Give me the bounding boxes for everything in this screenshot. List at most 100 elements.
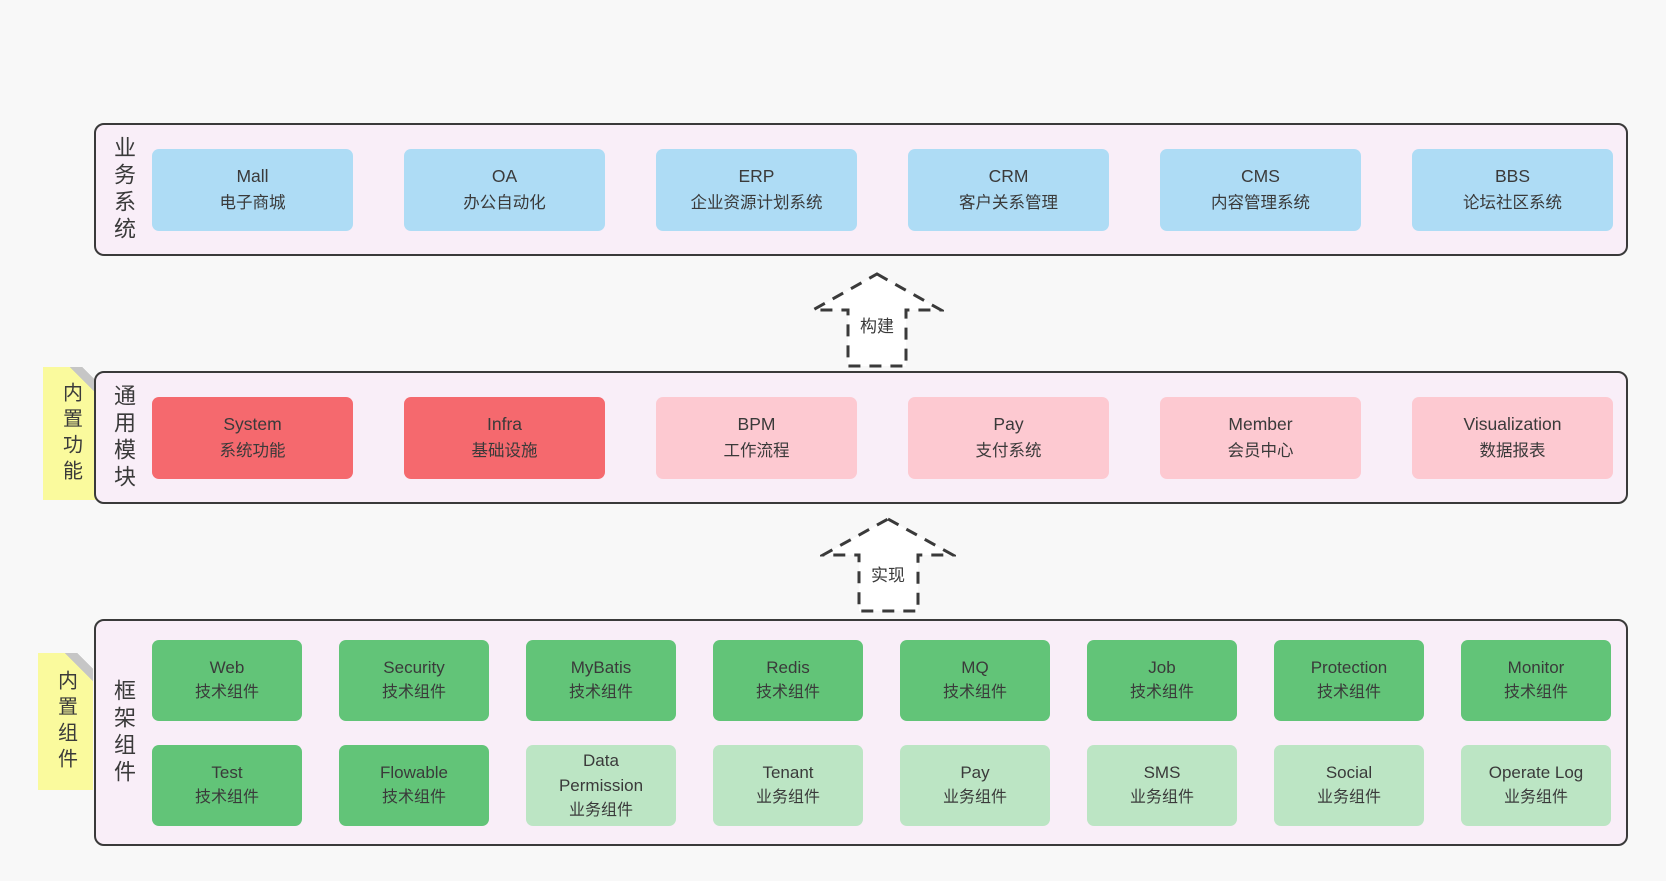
box-mq: MQ 技术组件: [900, 639, 1050, 721]
box-name: Flowable: [379, 763, 449, 782]
band-label-common-modules: 通用模块: [111, 383, 136, 492]
box-data-permission: Data Permission 业务组件: [526, 744, 676, 826]
box-desc: 业务组件: [1316, 789, 1381, 806]
box-desc: 业务组件: [1129, 789, 1194, 806]
box-mybatis: MyBatis 技术组件: [526, 639, 676, 721]
box-desc: 业务组件: [755, 789, 820, 806]
box-desc: 系统功能: [219, 442, 286, 460]
implement-arrow-label: 实现: [866, 561, 910, 586]
box-tenant: Tenant 业务组件: [713, 744, 863, 826]
box-social: Social 业务组件: [1274, 744, 1424, 826]
box-desc: 企业资源计划系统: [690, 194, 823, 212]
box-infra: Infra 基础设施: [404, 396, 605, 479]
box-name: Security: [383, 658, 445, 677]
box-cms: CMS 内容管理系统: [1160, 148, 1361, 231]
box-name: Pay: [993, 414, 1024, 434]
box-name: Test: [211, 763, 243, 782]
box-name: BPM: [737, 414, 776, 434]
box-name: Tenant: [762, 763, 814, 782]
box-desc: 基础设施: [471, 442, 538, 460]
box-desc: 内容管理系统: [1211, 194, 1310, 212]
box-name: ERP: [738, 166, 775, 186]
box-name: Member: [1228, 414, 1293, 434]
build-arrow: 构建: [810, 272, 944, 368]
box-web: Web 技术组件: [152, 639, 302, 721]
business-systems-row: Mall 电子商城 OA 办公自动化 ERP 企业资源计划系统 CRM 客户关系…: [152, 148, 1613, 231]
box-name: Job: [1148, 658, 1176, 677]
tech-components-row: Web 技术组件 Security 技术组件 MyBatis 技术组件 Redi…: [152, 639, 1611, 721]
biz-components-row: Test 技术组件 Flowable 技术组件 Data Permission …: [152, 744, 1611, 826]
box-name: Data Permission: [558, 750, 644, 795]
box-desc: 技术组件: [381, 684, 446, 701]
box-bbs: BBS 论坛社区系统: [1412, 148, 1613, 231]
box-name: MQ: [961, 658, 989, 677]
band-common-modules: 通用模块 System 系统功能 Infra 基础设施 BPM 工作流程 Pay…: [94, 371, 1628, 504]
box-sms: SMS 业务组件: [1087, 744, 1237, 826]
box-test: Test 技术组件: [152, 744, 302, 826]
box-desc: 技术组件: [194, 789, 259, 806]
box-desc: 办公自动化: [463, 194, 546, 212]
sticky-note-label: 内置功能: [59, 381, 82, 486]
band-label-framework-components: 框架组件: [111, 678, 136, 787]
box-mall: Mall 电子商城: [152, 148, 353, 231]
box-name: BBS: [1494, 166, 1531, 186]
box-desc: 技术组件: [194, 684, 259, 701]
band-label-business-systems: 业务系统: [111, 135, 136, 244]
framework-components-rows: Web 技术组件 Security 技术组件 MyBatis 技术组件 Redi…: [152, 639, 1611, 826]
box-erp: ERP 企业资源计划系统: [656, 148, 857, 231]
sticky-note-built-in-components: 内置组件: [38, 653, 93, 790]
box-desc: 技术组件: [1129, 684, 1194, 701]
box-desc: 工作流程: [723, 442, 790, 460]
box-name: CRM: [988, 166, 1029, 186]
box-security: Security 技术组件: [339, 639, 489, 721]
box-system: System 系统功能: [152, 396, 353, 479]
common-modules-row: System 系统功能 Infra 基础设施 BPM 工作流程 Pay 支付系统…: [152, 396, 1613, 479]
box-name: CMS: [1241, 166, 1280, 186]
box-name: Visualization: [1463, 414, 1562, 434]
box-desc: 会员中心: [1227, 442, 1294, 460]
box-operate-log: Operate Log 业务组件: [1461, 744, 1611, 826]
box-name: SMS: [1143, 763, 1181, 782]
box-bpm: BPM 工作流程: [656, 396, 857, 479]
box-desc: 业务组件: [1503, 789, 1568, 806]
box-job: Job 技术组件: [1087, 639, 1237, 721]
box-desc: 技术组件: [1316, 684, 1381, 701]
box-flowable: Flowable 技术组件: [339, 744, 489, 826]
box-desc: 技术组件: [942, 684, 1007, 701]
box-desc: 技术组件: [755, 684, 820, 701]
build-arrow-label: 构建: [855, 312, 899, 337]
box-desc: 技术组件: [381, 789, 446, 806]
box-member: Member 会员中心: [1160, 396, 1361, 479]
box-desc: 业务组件: [568, 801, 633, 819]
box-crm: CRM 客户关系管理: [908, 148, 1109, 231]
box-desc: 论坛社区系统: [1463, 194, 1562, 212]
box-desc: 电子商城: [219, 194, 286, 212]
box-desc: 数据报表: [1479, 442, 1546, 460]
box-desc: 客户关系管理: [959, 194, 1058, 212]
box-name: Pay: [960, 763, 990, 782]
box-name: MyBatis: [570, 658, 632, 677]
box-pay: Pay 支付系统: [908, 396, 1109, 479]
box-name: Protection: [1310, 658, 1388, 677]
box-desc: 支付系统: [975, 442, 1042, 460]
box-oa: OA 办公自动化: [404, 148, 605, 231]
box-name: Social: [1325, 763, 1373, 782]
box-name: Operate Log: [1488, 763, 1584, 782]
box-name: Web: [209, 658, 245, 677]
box-desc: 技术组件: [568, 684, 633, 701]
implement-arrow: 实现: [820, 517, 956, 613]
box-visualization: Visualization 数据报表: [1412, 396, 1613, 479]
box-name: Infra: [486, 414, 523, 434]
box-name: OA: [491, 166, 518, 186]
box-monitor: Monitor 技术组件: [1461, 639, 1611, 721]
band-business-systems: 业务系统 Mall 电子商城 OA 办公自动化 ERP 企业资源计划系统 CRM…: [94, 123, 1628, 256]
band-framework-components: 框架组件 Web 技术组件 Security 技术组件 MyBatis 技术组件…: [94, 619, 1628, 846]
box-name: System: [223, 414, 282, 434]
sticky-note-label: 内置组件: [54, 669, 77, 774]
box-pay-biz: Pay 业务组件: [900, 744, 1050, 826]
box-desc: 业务组件: [942, 789, 1007, 806]
box-name: Monitor: [1507, 658, 1565, 677]
box-redis: Redis 技术组件: [713, 639, 863, 721]
box-name: Mall: [236, 166, 269, 186]
box-desc: 技术组件: [1503, 684, 1568, 701]
